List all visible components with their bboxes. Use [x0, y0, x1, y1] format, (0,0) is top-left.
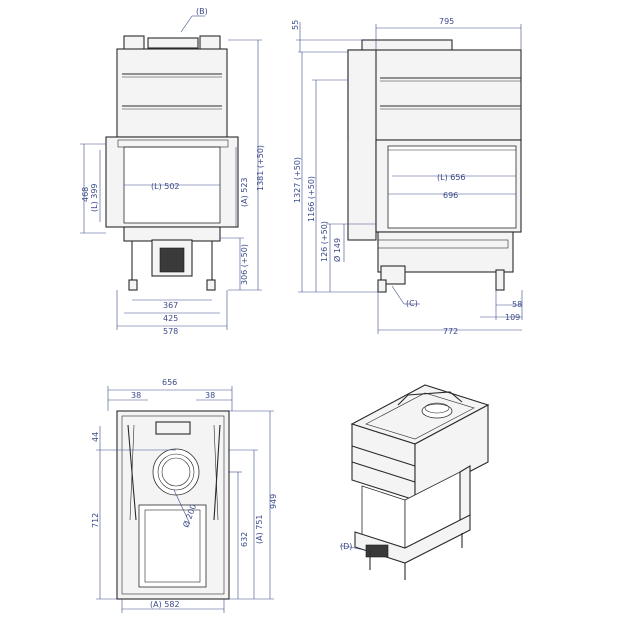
dim-side-1327: 1327 (+50) — [293, 157, 302, 203]
top-view: 656 38 38 44 712 Ø 200 632 (A) 751 949 (… — [91, 378, 278, 613]
top-handle — [155, 421, 191, 435]
dim-side-l656: (L) 656 — [437, 173, 466, 182]
dim-side-58: 58 — [512, 300, 522, 309]
front-foot-left — [128, 279, 138, 291]
top-flue-collar — [152, 448, 200, 496]
dim-front-367: 367 — [163, 301, 178, 310]
dim-top-a751: (A) 751 — [255, 514, 264, 544]
iso-right-face-upper — [414, 404, 489, 501]
side-ash-box — [380, 265, 406, 285]
dim-front-a523: (A) 523 — [240, 177, 249, 207]
dim-front-1381: 1381 (+50) — [256, 145, 265, 191]
side-foot-left — [377, 279, 387, 293]
callout-b: (B) — [196, 7, 208, 16]
iso-ash-box — [365, 544, 389, 558]
side-glass — [387, 145, 517, 229]
dim-front-l399: (L) 399 — [90, 183, 99, 212]
dim-side-696: 696 — [443, 191, 458, 200]
dim-top-712: 712 — [91, 513, 100, 528]
dim-side-795: 795 — [439, 17, 454, 26]
side-view: 55 795 1327 (+50) 1166 (+50) 126 (+50) Ø… — [291, 17, 523, 336]
dim-front-578: 578 — [163, 327, 178, 336]
dim-top-38b: 38 — [205, 391, 215, 400]
side-back-panel — [347, 49, 377, 241]
dim-side-126: 126 (+50) — [320, 221, 329, 262]
dim-side-d149: Ø 149 — [332, 238, 342, 262]
front-upper-body — [116, 48, 228, 138]
dim-front-468: 468 — [81, 187, 90, 202]
dim-side-55: 55 — [291, 20, 300, 30]
dim-side-109: 109 — [505, 313, 520, 322]
dim-front-306: 306 (+50) — [240, 244, 249, 285]
callout-d: (D) — [340, 542, 352, 551]
dim-side-772: 772 — [443, 327, 458, 336]
side-upper-body — [347, 49, 522, 141]
side-base — [377, 231, 514, 273]
top-firebox-opening — [138, 504, 207, 588]
iso-flue-collar — [421, 403, 453, 419]
dim-top-949: 949 — [269, 494, 278, 509]
side-foot-right — [495, 269, 505, 291]
front-top-handle-right — [199, 35, 221, 51]
callout-c: (C) — [406, 299, 418, 308]
isometric-view: (D) — [340, 384, 490, 580]
front-top-collar — [147, 37, 199, 49]
front-ash-box-inner — [159, 247, 185, 273]
front-view: (B) 468 (L) 399 (L) 502 (A) 523 1381 (+5… — [80, 7, 265, 336]
dim-top-a582: (A) 582 — [150, 600, 180, 609]
dim-top-38a: 38 — [131, 391, 141, 400]
dim-top-632: 632 — [240, 532, 249, 547]
dim-top-44: 44 — [91, 432, 100, 442]
dim-front-l502: (L) 502 — [151, 182, 180, 191]
dim-side-1166: 1166 (+50) — [307, 176, 316, 222]
front-foot-right — [206, 279, 216, 291]
front-top-handle-left — [123, 35, 145, 51]
dim-front-425: 425 — [163, 314, 178, 323]
front-base — [123, 226, 221, 242]
dim-top-656: 656 — [162, 378, 177, 387]
